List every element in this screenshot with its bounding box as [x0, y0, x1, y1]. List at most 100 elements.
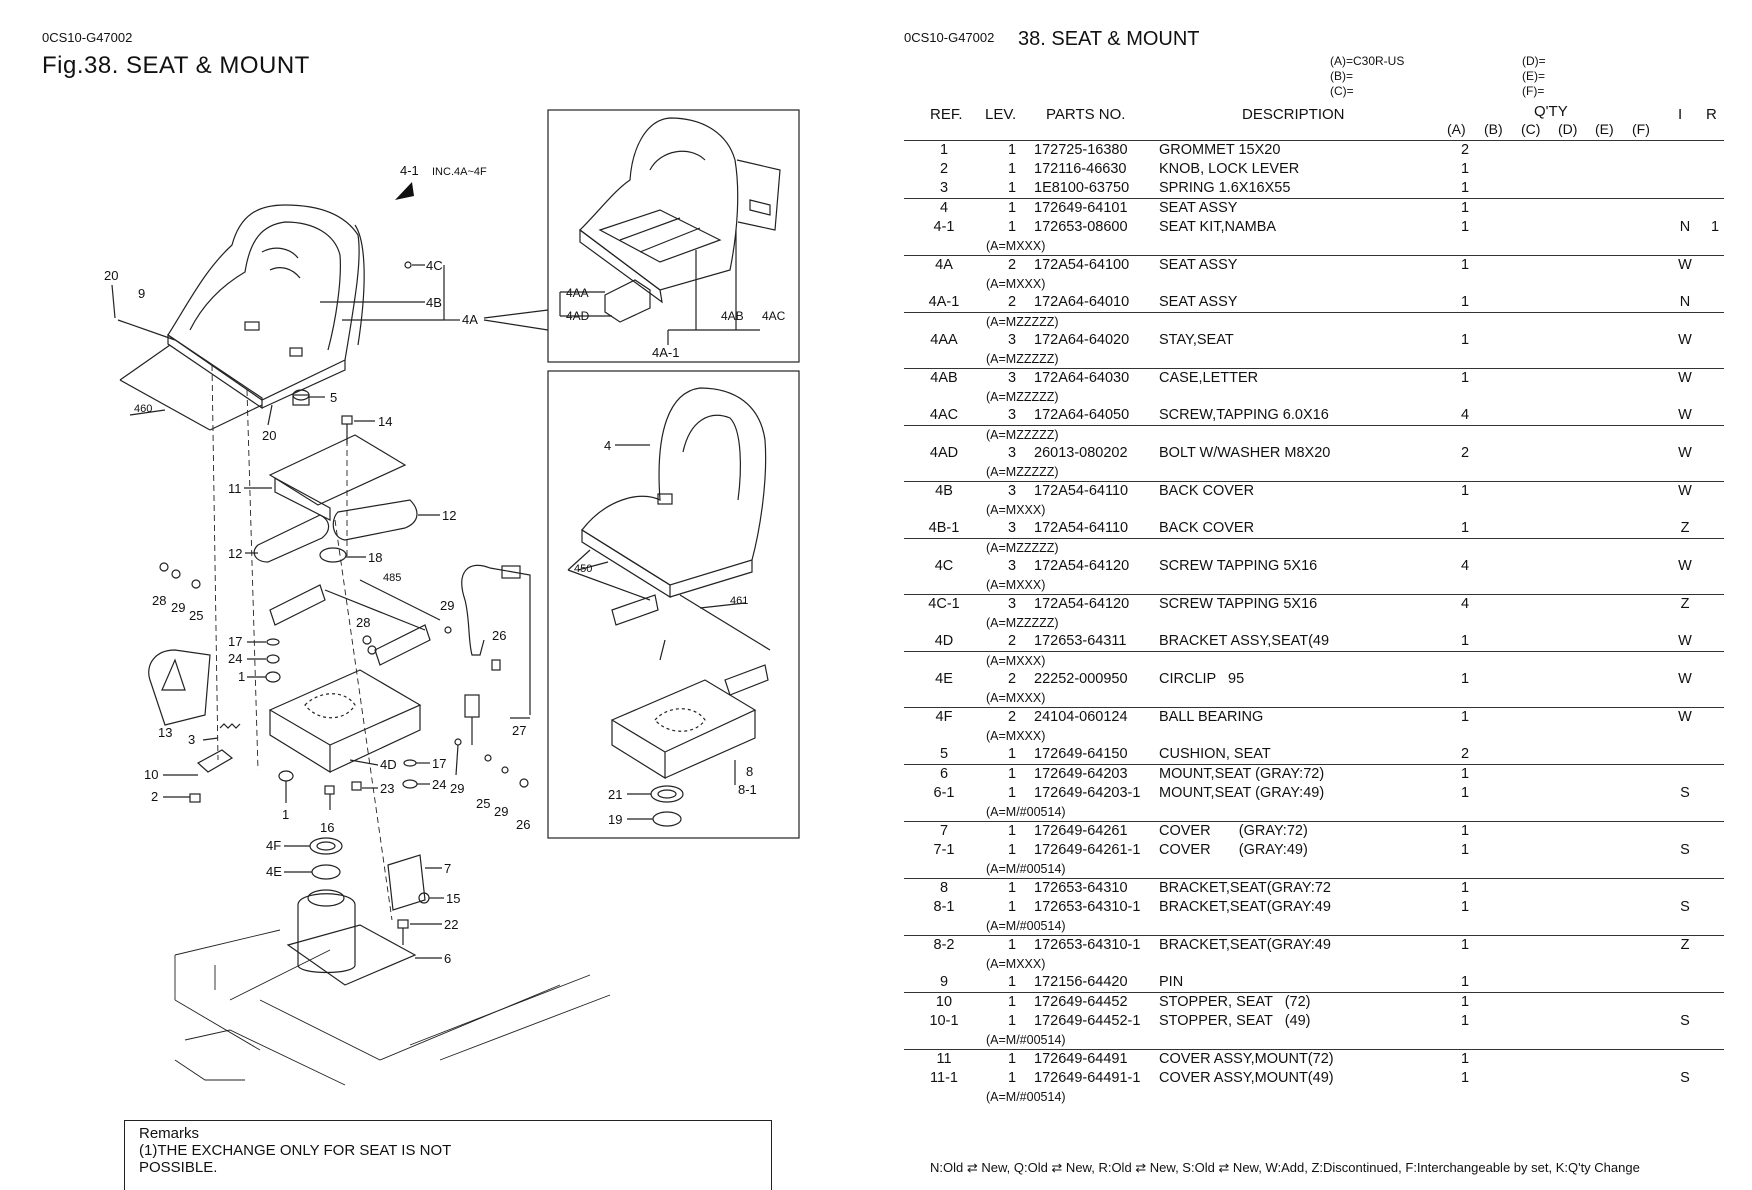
cell-i: S: [1680, 785, 1690, 801]
callout-4E: 4E: [266, 864, 282, 879]
cell-description: SEAT ASSY: [1159, 200, 1238, 216]
cell-lev: 1: [1007, 842, 1017, 858]
callout-485: 485: [383, 572, 401, 584]
callout-4D: 4D: [380, 757, 397, 772]
applicability-text: (A=MZZZZZ): [986, 428, 1059, 442]
applicability-text: (A=MZZZZZ): [986, 465, 1059, 479]
applicability-note: (A=MZZZZZ): [904, 426, 1724, 444]
cell-ref: 4E: [935, 671, 953, 687]
figure-title: Fig.38. SEAT & MOUNT: [42, 52, 310, 79]
remarks-heading: Remarks: [139, 1125, 200, 1142]
callout-29c: 29: [450, 781, 464, 796]
cell-i: Z: [1680, 596, 1690, 612]
cell-qty-a: 1: [1460, 520, 1470, 536]
cell-i: N: [1679, 294, 1691, 310]
cell-qty-a: 1: [1460, 671, 1470, 687]
callout-28a: 28: [152, 593, 166, 608]
cell-i: N: [1679, 219, 1691, 235]
cell-lev: 1: [1007, 200, 1017, 216]
header-a: (A): [1447, 121, 1466, 137]
cell-i: W: [1678, 332, 1692, 348]
cell-lev: 3: [1007, 332, 1017, 348]
callout-4-1: 4-1: [400, 163, 419, 178]
cell-i: S: [1680, 1013, 1690, 1029]
cell-parts-no: 172649-64101: [1034, 200, 1128, 216]
applicability-note: (A=MZZZZZ): [904, 614, 1724, 632]
cell-ref: 7: [939, 823, 949, 839]
cell-qty-a: 1: [1460, 974, 1470, 990]
callout-10: 10: [144, 767, 158, 782]
cell-i: S: [1680, 842, 1690, 858]
page-code-left: 0CS10-G47002: [42, 30, 133, 45]
cell-i: W: [1678, 483, 1692, 499]
cell-description: SCREW,TAPPING 6.0X16: [1159, 407, 1329, 423]
cell-i: W: [1678, 558, 1692, 574]
header-e: (E): [1595, 121, 1614, 137]
applicability-note: (A=MXXX): [904, 237, 1724, 255]
cell-lev: 1: [1007, 766, 1017, 782]
cell-description: SCREW TAPPING 5X16: [1159, 596, 1318, 612]
cell-description: STAY,SEAT: [1159, 332, 1234, 348]
cell-qty-a: 1: [1460, 899, 1470, 915]
cell-description: KNOB, LOCK LEVER: [1159, 161, 1300, 177]
cell-description: SEAT ASSY: [1159, 257, 1238, 273]
callout-12b: 12: [442, 508, 456, 523]
config-c: (C)=: [1330, 84, 1354, 98]
header-lev: LEV.: [985, 106, 1017, 123]
callout-9: 9: [138, 286, 145, 301]
cell-qty-a: 1: [1460, 1013, 1470, 1029]
cell-parts-no: 172653-64311: [1034, 633, 1127, 649]
cell-qty-a: 2: [1460, 142, 1470, 158]
applicability-text: (A=MXXX): [986, 654, 1046, 668]
cell-qty-a: 1: [1460, 200, 1470, 216]
cell-ref: 5: [939, 746, 949, 762]
cell-r: 1: [1710, 219, 1720, 235]
cell-lev: 1: [1007, 899, 1017, 915]
cell-lev: 1: [1007, 823, 1017, 839]
cell-ref: 4A: [935, 257, 953, 273]
cell-qty-a: 4: [1460, 407, 1470, 423]
applicability-note: (A=MXXX): [904, 955, 1724, 973]
cell-qty-a: 2: [1460, 445, 1470, 461]
cell-ref: 11: [936, 1051, 952, 1067]
cell-lev: 1: [1007, 937, 1017, 953]
cell-qty-a: 1: [1460, 842, 1470, 858]
cell-lev: 1: [1007, 180, 1017, 196]
applicability-text: (A=MZZZZZ): [986, 616, 1059, 630]
cell-lev: 3: [1007, 520, 1017, 536]
cell-ref: 8-1: [933, 899, 955, 915]
callout-26a: 26: [492, 628, 506, 643]
cell-lev: 1: [1007, 219, 1017, 235]
applicability-note: (A=MZZZZZ): [904, 463, 1724, 481]
cell-i: W: [1678, 445, 1692, 461]
cell-ref: 4C: [934, 558, 954, 574]
cell-qty-a: 1: [1460, 180, 1470, 196]
cell-i: Z: [1680, 937, 1690, 953]
callout-13: 13: [158, 725, 172, 740]
config-block-left: (A)=C30R-US (B)= (C)=: [1330, 54, 1404, 99]
cell-qty-a: 1: [1460, 257, 1470, 273]
cell-ref: 4F: [935, 709, 953, 725]
applicability-text: (A=M/#00514): [986, 1090, 1066, 1104]
applicability-note: (A=MXXX): [904, 727, 1724, 745]
cell-qty-a: 1: [1460, 483, 1470, 499]
cell-qty-a: 4: [1460, 558, 1470, 574]
applicability-text: (A=MXXX): [986, 578, 1046, 592]
cell-parts-no: 172156-64420: [1034, 974, 1128, 990]
cell-i: W: [1678, 370, 1692, 386]
callout-4AC: 4AC: [762, 309, 786, 323]
callout-8: 8: [746, 764, 753, 779]
cell-description: CASE,LETTER: [1159, 370, 1259, 386]
